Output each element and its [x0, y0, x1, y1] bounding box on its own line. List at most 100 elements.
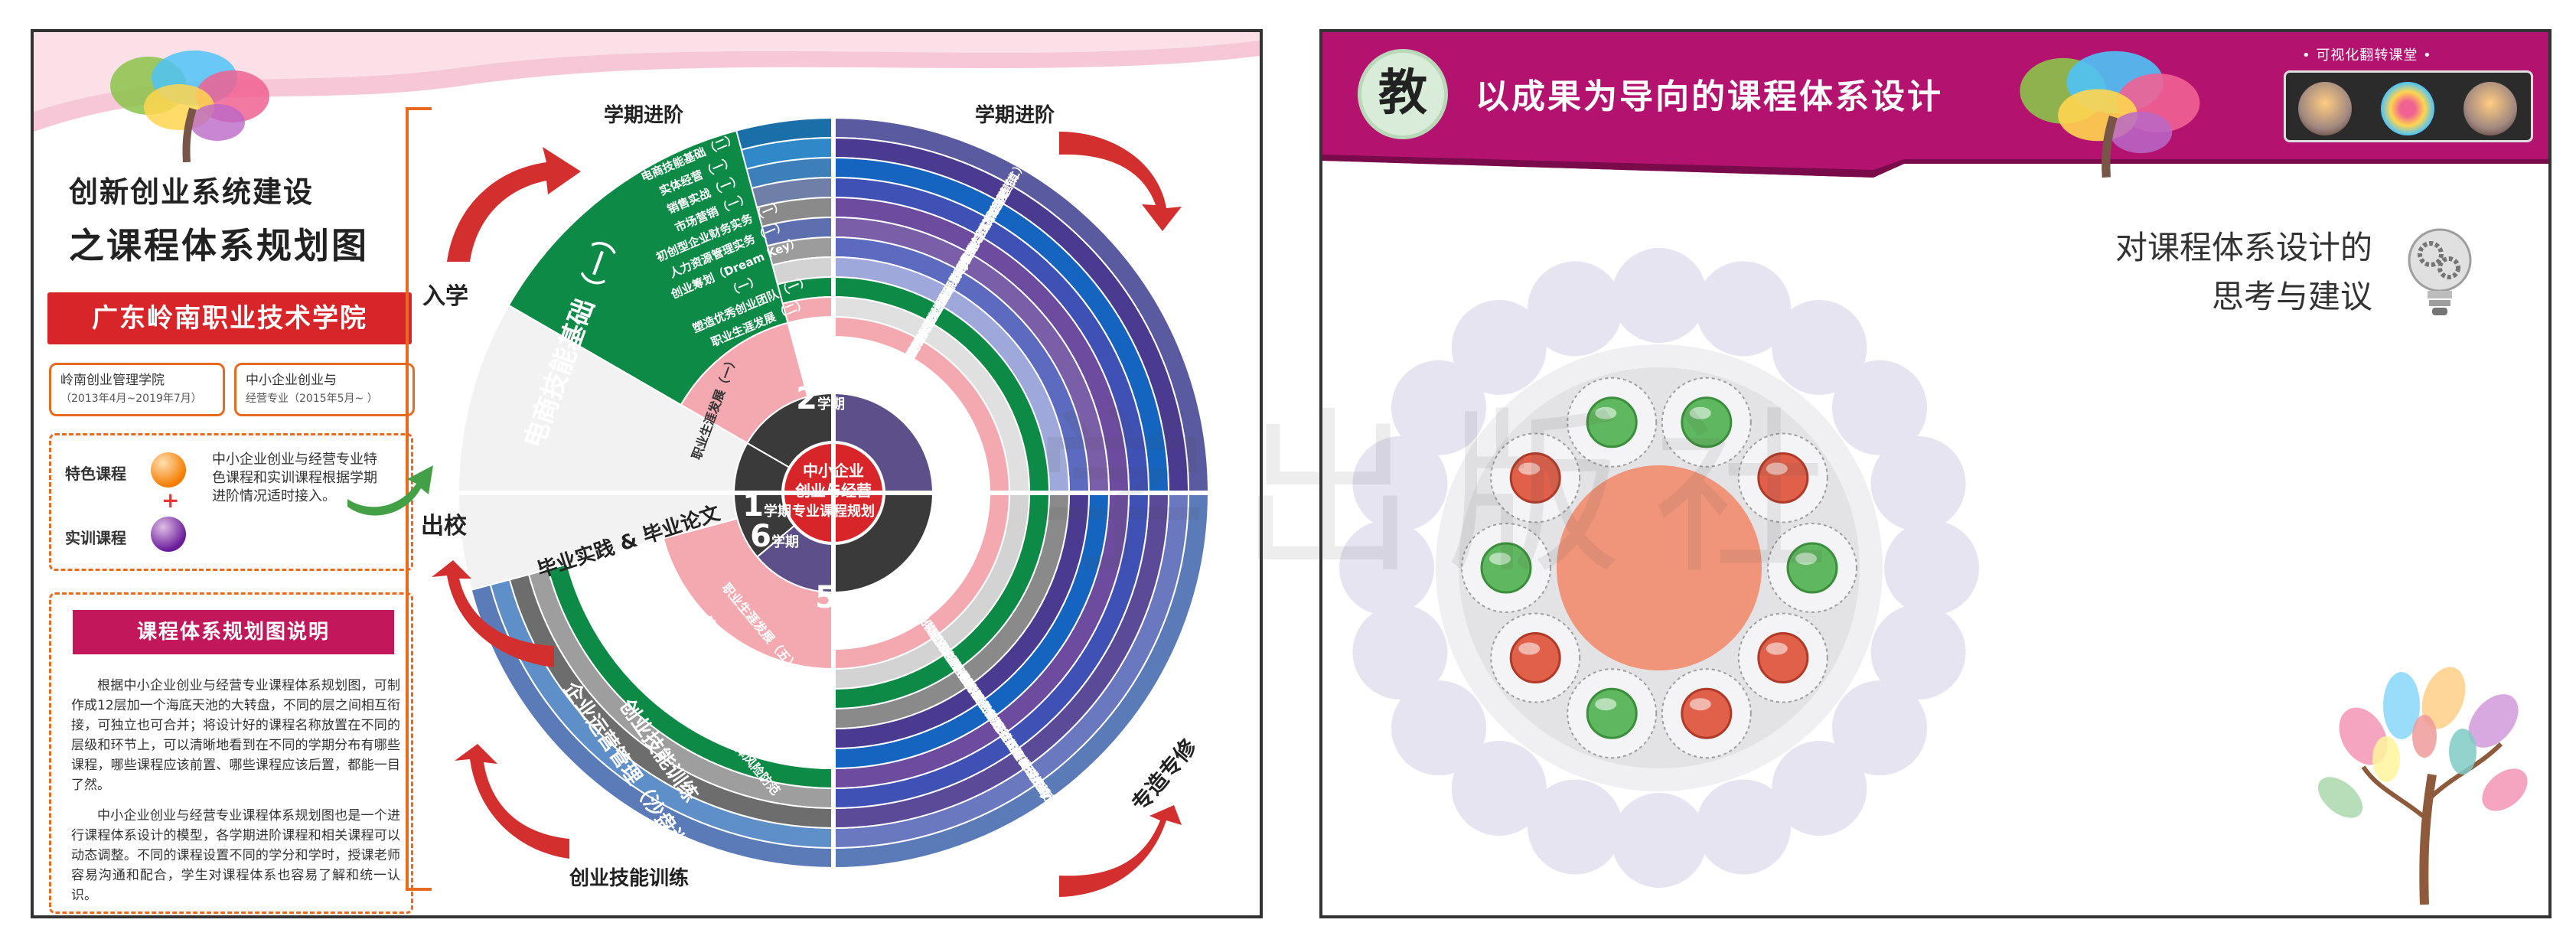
outer-circle-20 — [1870, 435, 1966, 531]
semester-word-1: 学期 — [764, 503, 791, 520]
header-title: 以成果为导向的课程体系设计 — [1475, 77, 1943, 116]
seat-orb-shine-8 — [1489, 553, 1511, 565]
purple-orb-icon — [151, 517, 186, 552]
colorful-tree-illustration-icon — [2317, 667, 2528, 905]
seat-orbs — [1461, 377, 1857, 759]
seat-orb-shine-2 — [1766, 462, 1788, 475]
flip-classroom-thumbnail — [2284, 70, 2533, 142]
timeline-period-2: 经营专业（2015年5月~ ） — [246, 393, 378, 405]
red-seat-orb-9 — [1509, 452, 1561, 504]
timeline-box-1: 岭南创业管理学院 （2013年4月~2019年7月） — [49, 363, 225, 416]
advance-label-left: 学期进阶 — [604, 104, 684, 127]
outer-circle-7 — [1527, 779, 1622, 875]
legend-plus: + — [161, 488, 180, 513]
title-line-2: 之课程体系规划图 — [69, 225, 369, 266]
red-seat-orb-2 — [1757, 452, 1809, 504]
main-title: 创新创业系统建设 之课程体系规划图 — [69, 168, 398, 269]
title-line-1: 创新创业系统建设 — [69, 175, 315, 209]
center-line-3: 专业课程规划 — [792, 503, 875, 520]
outer-circle-17 — [1696, 261, 1792, 357]
center-table — [1557, 465, 1762, 670]
outer-circle-4 — [1772, 741, 1867, 836]
legend-box: 特色课程 + 实训课程 中小企业创业与经营专业特色课程和实训课程根据学期进阶情况… — [49, 433, 413, 571]
semester-word-5: 学期 — [836, 595, 864, 611]
teach-badge: 教 — [1358, 49, 1448, 139]
seat-orb-shine-4 — [1766, 642, 1788, 655]
semester-number-6: 6 — [750, 519, 771, 554]
enter-label: 入学 — [422, 283, 468, 310]
red-seat-orb-7 — [1509, 632, 1561, 684]
skill-training-bottom-label: 创业技能训练 — [569, 867, 690, 890]
outer-circle-12 — [1352, 435, 1448, 531]
semester-word-3: 学期 — [940, 426, 967, 443]
outer-circle-11 — [1339, 520, 1434, 615]
description-paragraph-2: 中小企业创业与经营专业课程体系规划图也是一个进行课程体系设计的模型，各学期进阶课… — [71, 808, 400, 903]
legend-practical-course: 实训课程 — [65, 529, 126, 547]
round-table-diagram — [1339, 248, 1979, 888]
seat-orb-shine-1 — [1689, 406, 1711, 419]
outer-circle-9 — [1391, 680, 1486, 776]
semester-word-4: 学期 — [940, 556, 967, 573]
left-page: 创新创业系统建设 之课程体系规划图 广东岭南职业技术学院 岭南创业管理学院 （2… — [31, 29, 1263, 918]
orange-orb-icon — [151, 452, 186, 488]
red-arrow-left-icon — [432, 560, 554, 667]
colorful-tree-logo-icon — [110, 51, 269, 162]
description-title: 课程体系规划图说明 — [73, 610, 394, 654]
red-seat-orb-5 — [1681, 687, 1733, 739]
think-title-line-2: 思考与建议 — [2211, 278, 2372, 315]
outer-circle-5 — [1696, 779, 1792, 875]
red-arrow-bottom-left-icon — [455, 744, 569, 859]
red-seat-orb-4 — [1757, 632, 1809, 684]
description-paragraph-1: 根据中小企业创业与经营专业课程体系规划图，可制作成12层加一个海底天池的大转盘，… — [71, 678, 400, 793]
timeline-name-2: 中小企业创业与 — [246, 373, 337, 388]
outer-circle-16 — [1612, 248, 1707, 343]
seat-orb-shine-10 — [1595, 406, 1617, 419]
legend-description: 中小企业创业与经营专业特色课程和实训课程根据学期进阶情况适时接入。 — [212, 452, 377, 504]
green-seat-orb-6 — [1586, 687, 1638, 739]
outer-circle-1 — [1884, 520, 1979, 615]
seat-orb-shine-9 — [1518, 462, 1541, 475]
wheel-rings — [458, 116, 1210, 869]
semester-number-3: 3 — [918, 412, 940, 447]
right-page: 教 以成果为导向的课程体系设计 • 可视化翻转课堂 • 对课程体系设计的 思考与… — [1319, 29, 2552, 918]
outer-circle-2 — [1870, 605, 1966, 700]
red-arrow-top-left-icon — [447, 147, 581, 262]
seat-orb-shine-5 — [1689, 698, 1711, 711]
green-arrow-icon — [347, 465, 433, 516]
outer-circle-13 — [1391, 360, 1486, 455]
outer-lavender-circles — [1339, 248, 1979, 888]
red-arrow-bottom-right-icon — [1059, 805, 1182, 897]
advance-label-right: 学期进阶 — [975, 104, 1055, 127]
pink-header-wave — [34, 32, 1260, 132]
semester-number-2: 2 — [796, 381, 817, 416]
outer-circle-8 — [1451, 741, 1547, 836]
green-seat-orb-10 — [1586, 396, 1638, 448]
timeline-box-2: 中小企业创业与 经营专业（2015年5月~ ） — [234, 363, 415, 416]
seat-orb-shine-3 — [1795, 553, 1817, 565]
semester-word-2: 学期 — [817, 396, 845, 413]
header-tag: • 可视化翻转课堂 • — [2302, 47, 2432, 64]
seat-orb-shine-6 — [1595, 698, 1617, 711]
semester-word-6: 学期 — [771, 533, 799, 550]
semester-number-5: 5 — [815, 580, 836, 615]
head-profile-left-icon — [2298, 82, 2352, 135]
outer-circle-15 — [1527, 261, 1622, 357]
school-name-banner: 广东岭南职业技术学院 — [47, 292, 412, 344]
semester-number-4: 4 — [918, 542, 940, 577]
outer-circle-14 — [1451, 299, 1547, 395]
green-seat-orb-3 — [1786, 542, 1838, 594]
timeline-name-1: 岭南创业管理学院 — [60, 373, 165, 388]
think-title-line-1: 对课程体系设计的 — [2115, 229, 2372, 266]
red-arrow-top-right-icon — [1059, 132, 1182, 231]
exit-label: 出校 — [421, 513, 467, 540]
description-box: 课程体系规划图说明 根据中小企业创业与经营专业课程体系规划图，可制作成12层加一… — [49, 592, 413, 914]
description-text: 根据中小企业创业与经营专业课程体系规划图，可制作成12层加一个海底天池的大转盘，… — [71, 676, 400, 915]
gear-lightbulb-icon — [2408, 228, 2472, 315]
semester-number-1: 1 — [742, 488, 764, 523]
think-title: 对课程体系设计的 思考与建议 — [2115, 223, 2372, 321]
outer-circle-19 — [1832, 360, 1928, 455]
head-profile-right-icon — [2464, 82, 2517, 135]
colorful-dots-icon — [2381, 82, 2434, 135]
timeline-period-1: （2013年4月~2019年7月） — [60, 393, 202, 405]
